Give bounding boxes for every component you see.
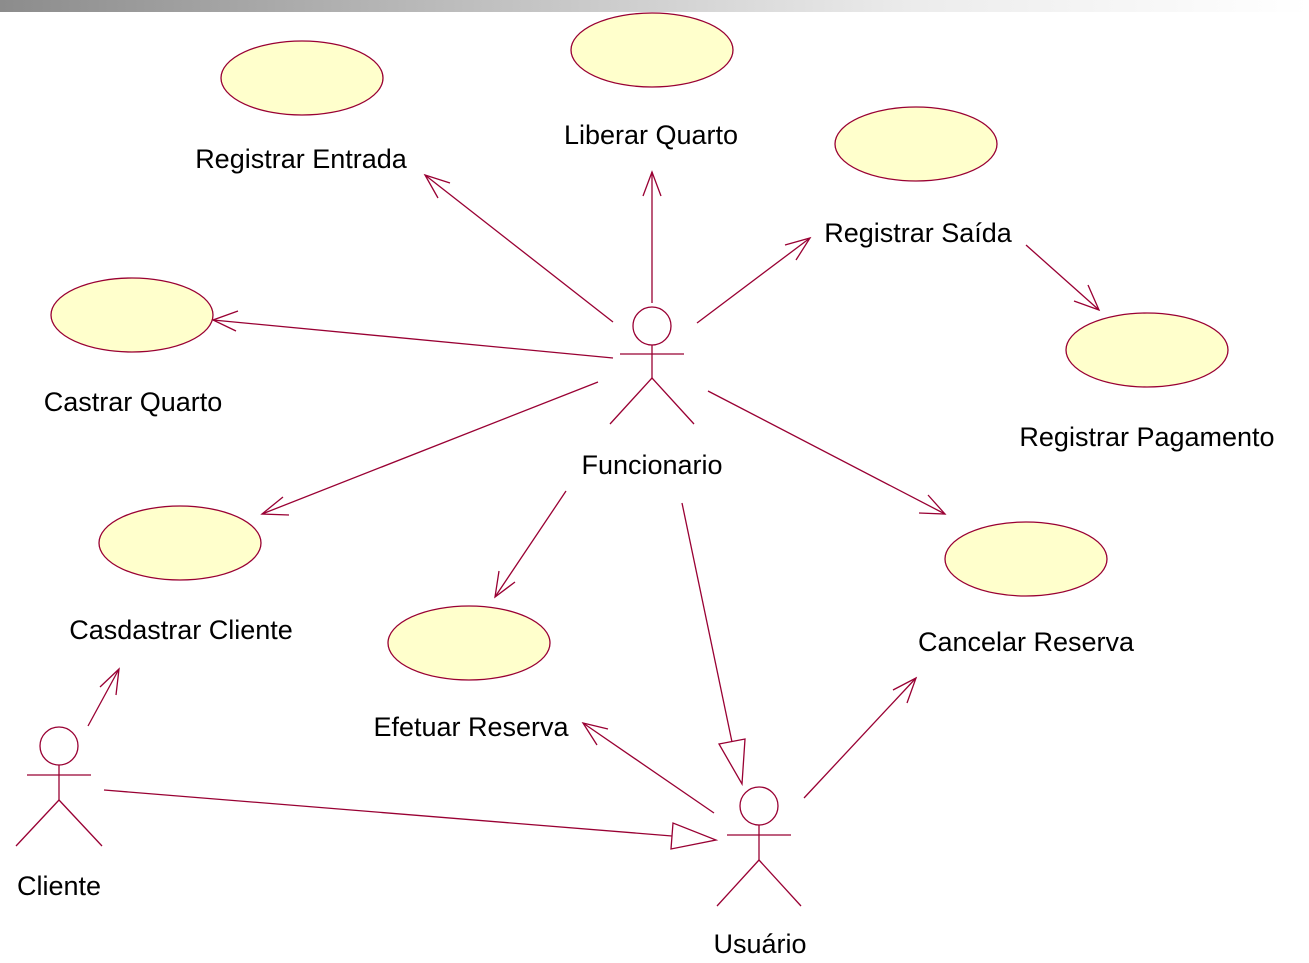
top-gradient-bar: [0, 0, 1309, 12]
association-cliente-casdastrar-cliente: [87, 667, 120, 727]
association-funcionario-registrar-saida: [696, 236, 812, 324]
use-case-registrar-saida[interactable]: [834, 106, 998, 182]
generalization-funcionario-usuario: [681, 502, 746, 787]
association-funcionario-liberar-quarto: [642, 170, 662, 303]
association-registrar-saida-registrar-pagamento: [1025, 244, 1101, 312]
association-funcionario-efetuar-reserva: [494, 490, 567, 599]
actor-usuario[interactable]: [716, 786, 802, 907]
generalization-cliente-usuario: [103, 789, 719, 850]
actor-cliente[interactable]: [15, 726, 103, 847]
use-case-efetuar-reserva[interactable]: [387, 605, 551, 681]
use-case-cancelar-reserva[interactable]: [944, 521, 1108, 597]
use-case-casdastrar-cliente[interactable]: [98, 505, 262, 581]
label-funcionario: Funcionario: [581, 450, 722, 480]
label-efetuar-reserva: Efetuar Reserva: [373, 712, 569, 742]
label-cliente: Cliente: [17, 871, 101, 901]
association-funcionario-registrar-entrada: [423, 173, 614, 323]
label-casdastrar-cliente: Casdastrar Cliente: [69, 615, 293, 645]
label-liberar-quarto: Liberar Quarto: [564, 120, 738, 150]
association-funcionario-castrar-quarto: [211, 310, 614, 359]
use-case-castrar-quarto[interactable]: [50, 277, 214, 353]
label-registrar-pagamento: Registrar Pagamento: [1019, 422, 1274, 452]
label-registrar-saida: Registrar Saída: [824, 218, 1013, 248]
label-usuario: Usuário: [713, 929, 806, 959]
association-usuario-efetuar-reserva: [581, 721, 715, 814]
association-usuario-cancelar-reserva: [803, 676, 918, 799]
association-funcionario-cancelar-reserva: [707, 390, 947, 515]
label-registrar-entrada: Registrar Entrada: [195, 144, 408, 174]
use-case-liberar-quarto[interactable]: [570, 12, 734, 88]
label-cancelar-reserva: Cancelar Reserva: [918, 627, 1135, 657]
actor-funcionario[interactable]: [609, 306, 695, 425]
label-castrar-quarto: Castrar Quarto: [44, 387, 223, 417]
use-case-registrar-entrada[interactable]: [220, 40, 384, 116]
association-funcionario-casdastrar-cliente: [260, 381, 599, 516]
use-case-registrar-pagamento[interactable]: [1065, 312, 1229, 388]
